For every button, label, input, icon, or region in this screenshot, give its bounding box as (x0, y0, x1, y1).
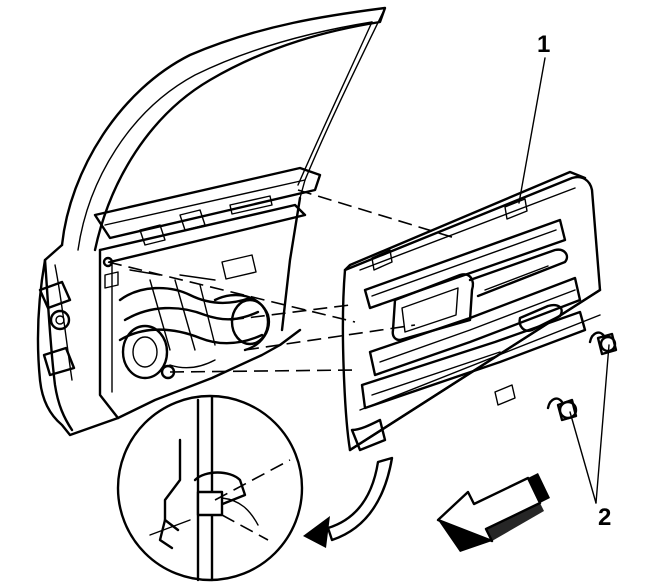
callout-1-label: 1 (537, 31, 550, 58)
door-frame (36, 6, 387, 437)
leader-lines (518, 57, 610, 504)
detail-arrow-icon (303, 456, 394, 548)
alignment-lines (107, 189, 456, 373)
fastener-upper (588, 331, 618, 356)
callout-2-label: 2 (598, 504, 611, 531)
detail-view (116, 394, 304, 582)
direction-arrow-icon (436, 473, 550, 552)
door-trim-panel (341, 170, 602, 452)
